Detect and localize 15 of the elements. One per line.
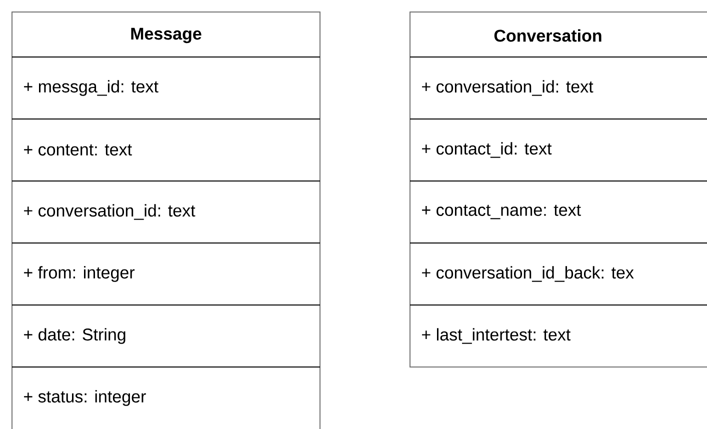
class-name: Conversation bbox=[494, 29, 602, 42]
attribute-text: + status: integer bbox=[24, 390, 146, 406]
class-box bbox=[410, 12, 707, 368]
attribute-text: + conversation_id: text bbox=[24, 204, 196, 220]
attribute-text: + date: String bbox=[24, 328, 126, 344]
attribute-text: + conversation_id_back: tex bbox=[422, 266, 634, 282]
attribute-text: + last_intertest: text bbox=[422, 328, 571, 344]
attribute-text: + messga_id: text bbox=[24, 80, 158, 96]
class-box bbox=[12, 12, 320, 429]
attribute-text: + conversation_id: text bbox=[422, 80, 594, 96]
attribute-text: + from: integer bbox=[24, 266, 135, 282]
class-name: Message bbox=[131, 28, 202, 44]
attribute-text: + content: text bbox=[24, 144, 132, 156]
attribute-text: + contact_name: text bbox=[422, 204, 581, 220]
attribute-text: + contact_id: text bbox=[422, 142, 552, 158]
